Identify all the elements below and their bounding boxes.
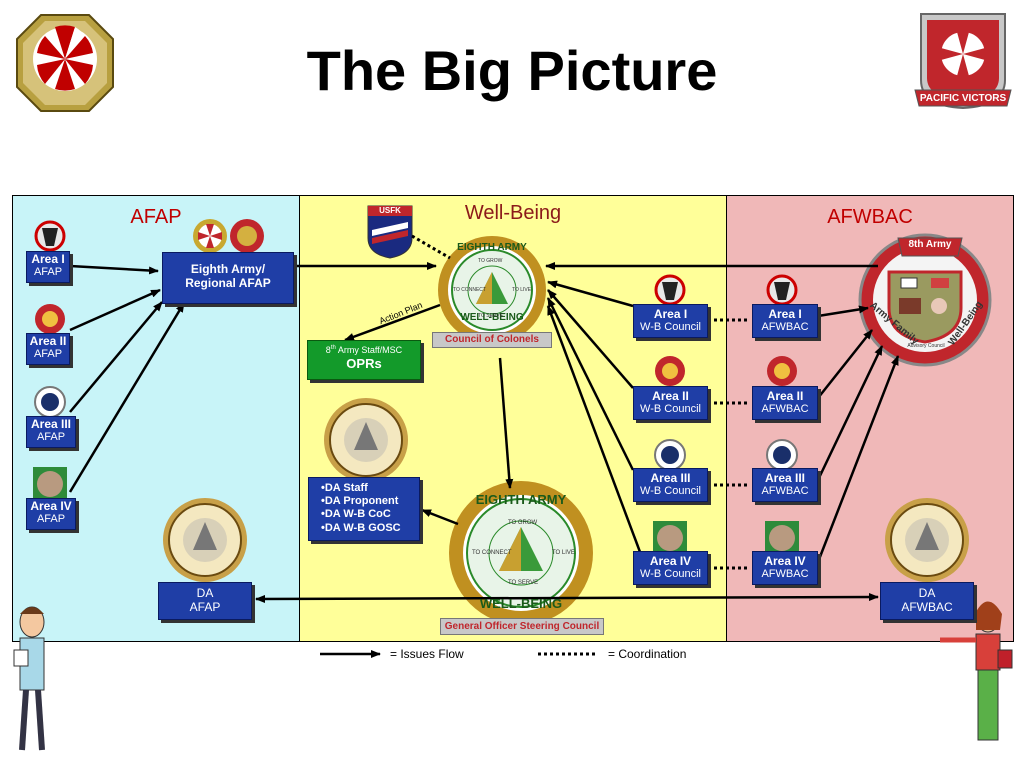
da-afap-box: DA AFAP: [158, 582, 252, 620]
da-staff-list: •DA Staff •DA Proponent •DA W-B CoC •DA …: [321, 482, 401, 534]
wellbeing-seal-bottom-word-connect: TO CONNECT: [472, 550, 512, 556]
afwbac-area-iv-box: Area IV AFWBAC: [752, 551, 818, 585]
wellbeing-seal-top-arc-top: EIGHTH ARMY: [457, 242, 527, 253]
wellbeing-seal-bottom-word-live: TO LIVE: [552, 550, 575, 556]
afap-area-i-box: Area I AFAP: [26, 251, 70, 283]
wellbeing-seal-top-word-live: TO LIVE: [512, 287, 532, 293]
wellbeing-seal-top-word-serve: TO SERVE: [478, 313, 504, 319]
wellbeing-seal-top-word-grow: TO GROW: [478, 258, 503, 264]
wb-council-area-iv-box: Area IV W-B Council: [633, 551, 708, 585]
wellbeing-seal-bottom-arc-bottom: WELL-BEING: [479, 596, 563, 611]
wb-council-area-ii-box: Area II W-B Council: [633, 386, 708, 420]
wellbeing-panel-title: Well-Being: [464, 202, 562, 224]
usfk-logo-text: USFK: [379, 206, 401, 215]
legend-coordination: = Coordination: [608, 647, 687, 661]
legend-issues-flow: = Issues Flow: [390, 647, 464, 661]
afwbac-panel-title: AFWBAC: [827, 206, 913, 228]
wellbeing-seal-top-word-connect: TO CONNECT: [453, 287, 486, 293]
wellbeing-seal-bottom-word-grow: TO GROW: [508, 520, 538, 526]
wellbeing-seal-top-arc-bottom: WELL-BEING: [460, 312, 524, 323]
wellbeing-seal-bottom-banner: General Officer Steering Council: [440, 618, 604, 635]
eighth-army-regional-afap-box: Eighth Army/ Regional AFAP: [162, 252, 294, 304]
afap-area-ii-box: Area II AFAP: [26, 333, 70, 365]
page-title: The Big Picture: [306, 39, 718, 102]
pacific-victors-banner-text: PACIFIC VICTORS: [919, 93, 1007, 104]
wellbeing-seal-top-banner: Council of Colonels: [432, 332, 552, 348]
afap-area-iii-box: Area III AFAP: [26, 416, 76, 448]
oprs-box: 8th Army Staff/MSC OPRs: [307, 340, 421, 380]
da-staff-box: •DA Staff •DA Proponent •DA W-B CoC •DA …: [308, 477, 420, 541]
afwbac-area-i-box: Area I AFWBAC: [752, 304, 818, 338]
wellbeing-seal-bottom-word-serve: TO SERVE: [508, 580, 539, 586]
afwbac-area-ii-box: Area II AFWBAC: [752, 386, 818, 420]
afwbac-seal-center-text: Advisory Council: [907, 343, 945, 349]
afap-area-iv-box: Area IV AFAP: [26, 498, 76, 530]
wb-council-area-iii-box: Area III W-B Council: [633, 468, 708, 502]
afwbac-area-iii-box: Area III AFWBAC: [752, 468, 818, 502]
afwbac-seal-ribbon: 8th Army: [908, 239, 952, 250]
wb-council-area-i-box: Area I W-B Council: [633, 304, 708, 338]
wellbeing-seal-bottom-arc-top: EIGHTH ARMY: [475, 492, 567, 507]
afap-panel-title: AFAP: [130, 206, 182, 228]
da-afwbac-box: DA AFWBAC: [880, 582, 974, 620]
